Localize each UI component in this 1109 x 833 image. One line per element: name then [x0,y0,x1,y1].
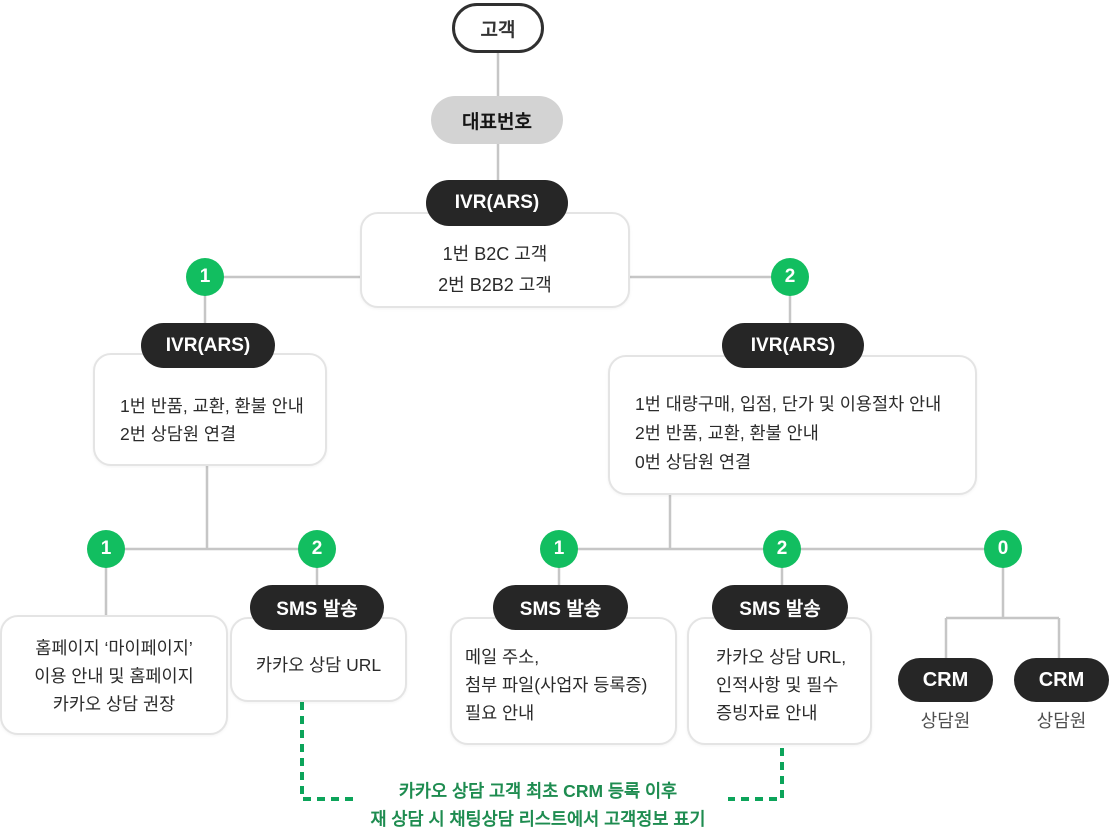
branch2-opt1-sms-label: SMS 발송 [519,599,602,620]
branch1-opt1-line3: 카카오 상담 권장 [52,694,176,714]
main-number-label: 대표번호 [462,111,532,133]
root-menu-option-2: 2번 B2B2 고객 [438,275,552,295]
root-ivr-label: IVR(ARS) [454,192,540,213]
branch1-opt1-badge-number: 1 [100,538,112,559]
branch2-opt1-sms-pill: SMS 발송 [493,585,628,630]
branch2-opt2-line3: 증빙자료 안내 [716,703,818,723]
branch2-menu-option-0: 0번 상담원 연결 [635,452,752,472]
branch2-ivr-pill: IVR(ARS) [722,323,864,368]
crm-right-label: CRM [1038,668,1085,691]
branch2-opt2-sms-pill: SMS 발송 [712,585,848,630]
branch2-opt1-info-box: 메일 주소, 첨부 파일(사업자 등록증) 필요 안내 [450,617,677,745]
root-ivr-pill: IVR(ARS) [426,180,568,226]
branch1-ivr-label: IVR(ARS) [165,334,251,356]
branch2-opt2-badge: 2 [763,530,801,568]
branch2-opt0-badge-number: 0 [997,538,1009,559]
kakao-crm-annotation: 카카오 상담 고객 최초 CRM 등록 이후 재 상담 시 채팅상담 리스트에서… [343,777,733,833]
root-menu-option-1: 1번 B2C 고객 [442,244,548,264]
annotation-line1: 카카오 상담 고객 최초 CRM 등록 이후 [398,781,678,801]
branch1-sms-pill: SMS 발송 [250,585,384,630]
branch2-menu-option-1: 1번 대량구매, 입점, 단가 및 이용절차 안내 [635,394,942,414]
branch1-opt1-line2: 이용 안내 및 홈페이지 [34,666,194,686]
branch1-ivr-menu-box: 1번 반품, 교환, 환불 안내 2번 상담원 연결 [93,353,327,466]
branch2-opt1-line3: 필요 안내 [465,703,535,723]
branch2-opt2-line2: 인적사항 및 필수 [716,675,839,695]
dashed-line-left-kakao-url [300,702,358,801]
branch2-menu-option-2: 2번 반품, 교환, 환불 안내 [635,423,819,443]
crm-left-label: CRM [922,668,969,691]
branch1-ivr-pill: IVR(ARS) [141,323,275,368]
branch1-opt1-info-box: 홈페이지 ‘마이페이지’ 이용 안내 및 홈페이지 카카오 상담 권장 [0,615,228,735]
branch1-badge-number: 1 [199,266,211,287]
branch2-opt1-badge: 1 [540,530,578,568]
crm-left-pill: CRM [898,658,993,702]
branch1-badge: 1 [186,258,224,296]
dashed-line-right-kakao-url [728,748,784,801]
branch2-opt1-line2: 첨부 파일(사업자 등록증) [465,675,648,695]
crm-right-pill: CRM [1014,658,1109,702]
branch1-menu-option-1: 1번 반품, 교환, 환불 안내 [120,396,304,416]
branch2-ivr-menu-box: 1번 대량구매, 입점, 단가 및 이용절차 안내 2번 반품, 교환, 환불 … [608,355,977,495]
branch2-opt2-sms-label: SMS 발송 [739,599,821,620]
branch1-sms-label: SMS 발송 [276,599,358,620]
branch1-opt2-info-box: 카카오 상담 URL [230,617,407,702]
customer-node: 고객 [452,3,544,53]
branch1-opt2-line1: 카카오 상담 URL [255,655,382,675]
branch2-opt2-info-box: 카카오 상담 URL, 인적사항 및 필수 증빙자료 안내 [687,617,872,745]
branch2-badge-number: 2 [784,266,796,287]
branch2-badge: 2 [771,258,809,296]
annotation-line2: 재 상담 시 채팅상담 리스트에서 고객정보 표기 [370,809,706,829]
main-number-node: 대표번호 [431,96,563,144]
customer-label: 고객 [480,19,516,41]
branch2-opt2-badge-number: 2 [776,538,788,559]
crm-left-agent-label: 상담원 [920,711,971,731]
branch1-opt2-badge: 2 [298,530,336,568]
branch2-opt1-line1: 메일 주소, [465,647,540,667]
branch2-opt1-badge-number: 1 [553,538,565,559]
branch1-opt1-line1: 홈페이지 ‘마이페이지’ [35,638,193,658]
branch1-opt1-badge: 1 [87,530,125,568]
root-ivr-menu-box: 1번 B2C 고객 2번 B2B2 고객 [360,212,630,308]
crm-right-agent-label: 상담원 [1036,711,1087,731]
branch2-ivr-label: IVR(ARS) [750,334,836,356]
branch1-opt2-badge-number: 2 [311,538,323,559]
branch2-opt2-line1: 카카오 상담 URL, [716,647,847,667]
branch2-opt0-badge: 0 [984,530,1022,568]
branch1-menu-option-2: 2번 상담원 연결 [120,424,237,444]
